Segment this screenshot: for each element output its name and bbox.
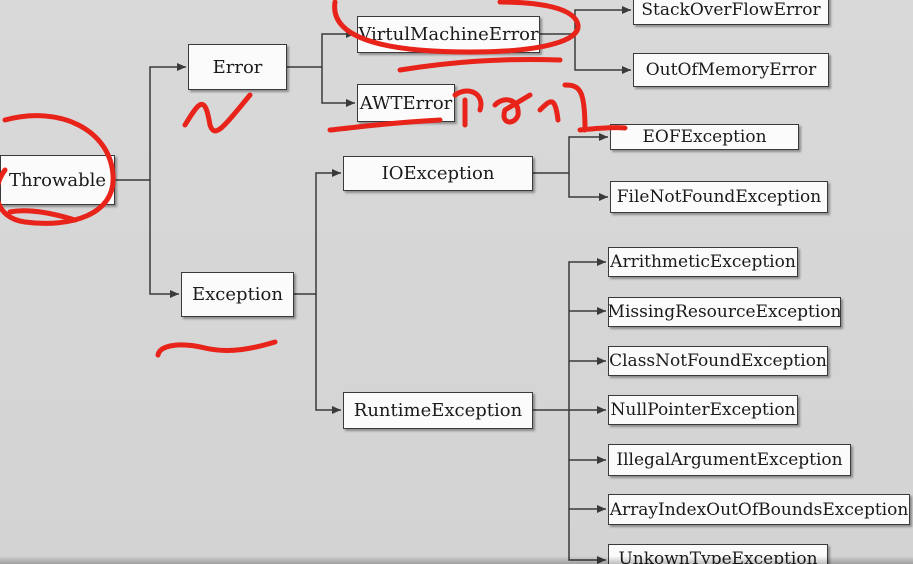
node-runtime-exception: RuntimeException: [343, 392, 533, 429]
node-exception: Exception: [181, 272, 294, 317]
node-arithmetic-exception: ArrithmeticException: [608, 247, 798, 277]
node-virtual-machine-error: VirtulMachineError: [357, 16, 540, 53]
node-awt-error: AWTError: [357, 84, 455, 122]
connector-io-eof: [533, 133, 608, 174]
connector-throwable-trunk: [115, 63, 186, 181]
connector-io-filenotfound: [568, 173, 608, 201]
node-throwable: Throwable: [0, 155, 115, 205]
node-stack-overflow-error: StackOverFlowError: [633, 0, 829, 25]
connector-vme-stackoverflow: [540, 6, 631, 35]
connector-vme-oom: [574, 34, 631, 74]
node-error: Error: [188, 44, 287, 90]
connector-error-vme: [287, 30, 355, 68]
connector-runtime-arrayindex: [568, 460, 606, 513]
node-unknown-type-exception: UnkownTypeException: [608, 544, 828, 564]
node-missing-resource-exception: MissingResourceException: [608, 297, 841, 327]
node-array-index-out-of-bounds-exception: ArrayIndexOutOfBoundsException: [608, 494, 910, 525]
connector-runtime-trunk: [533, 258, 606, 411]
node-io-exception: IOException: [343, 156, 533, 191]
node-file-not-found-exception: FileNotFoundException: [610, 181, 828, 213]
connector-exception-runtime: [315, 294, 341, 414]
node-eof-exception: EOFException: [610, 124, 799, 150]
node-illegal-argument-exception: IllegalArgumentException: [608, 444, 851, 476]
node-out-of-memory-error: OutOfMemoryError: [633, 53, 829, 87]
node-class-not-found-exception: ClassNotFoundException: [608, 346, 828, 376]
connector-runtime-illegalargument: [568, 410, 606, 464]
connector-exception-io: [294, 169, 341, 295]
bottom-shade: [0, 556, 913, 564]
connector-error-awt: [321, 67, 355, 107]
connector-throwable-exception: [149, 180, 179, 298]
connector-runtime-unknowntype: [568, 509, 606, 564]
node-null-pointer-exception: NullPointerException: [608, 395, 798, 425]
